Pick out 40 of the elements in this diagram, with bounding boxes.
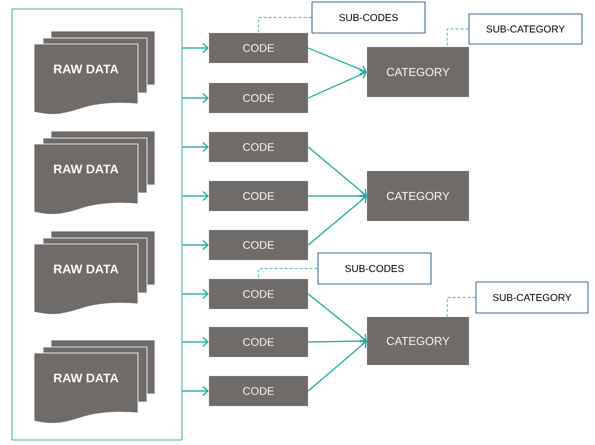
arrow (182, 289, 209, 299)
code-box: CODE (209, 83, 308, 113)
arrow (182, 386, 209, 396)
callout-box: SUB-CODES (312, 2, 426, 34)
document-stack: RAW DATA (34, 30, 156, 115)
document-stack: RAW DATA (34, 340, 156, 424)
arrow (182, 43, 209, 53)
arrow (308, 340, 367, 392)
category-box: CATEGORY (367, 171, 469, 221)
code-box: CODE (209, 132, 308, 162)
callout-box: SUB-CATEGORY (476, 282, 588, 314)
document-stack: RAW DATA (34, 230, 156, 315)
arrow (182, 142, 209, 152)
leader-line (446, 297, 476, 318)
arrow (308, 336, 367, 346)
leader-line (446, 28, 469, 48)
group-frame (12, 8, 182, 440)
code-box: CODE (209, 181, 308, 211)
arrow (308, 294, 367, 342)
document-stack: RAW DATA (34, 130, 156, 215)
code-box: CODE (209, 230, 308, 260)
code-box: CODE (209, 327, 308, 357)
arrow (182, 93, 209, 103)
code-box: CODE (209, 279, 308, 309)
code-box: CODE (209, 33, 308, 63)
arrow (308, 146, 367, 196)
arrow (308, 70, 367, 99)
leader-line (258, 17, 312, 34)
arrow (182, 337, 209, 347)
callout-box: SUB-CODES (318, 252, 432, 284)
arrow (308, 196, 367, 246)
category-box: CATEGORY (367, 47, 469, 97)
category-box: CATEGORY (367, 317, 469, 365)
arrow (182, 191, 209, 201)
arrow (182, 240, 209, 250)
callout-box: SUB-CATEGORY (468, 14, 582, 44)
arrow (308, 191, 367, 201)
code-box: CODE (209, 376, 308, 406)
leader-line (258, 268, 318, 280)
arrow (308, 47, 367, 74)
